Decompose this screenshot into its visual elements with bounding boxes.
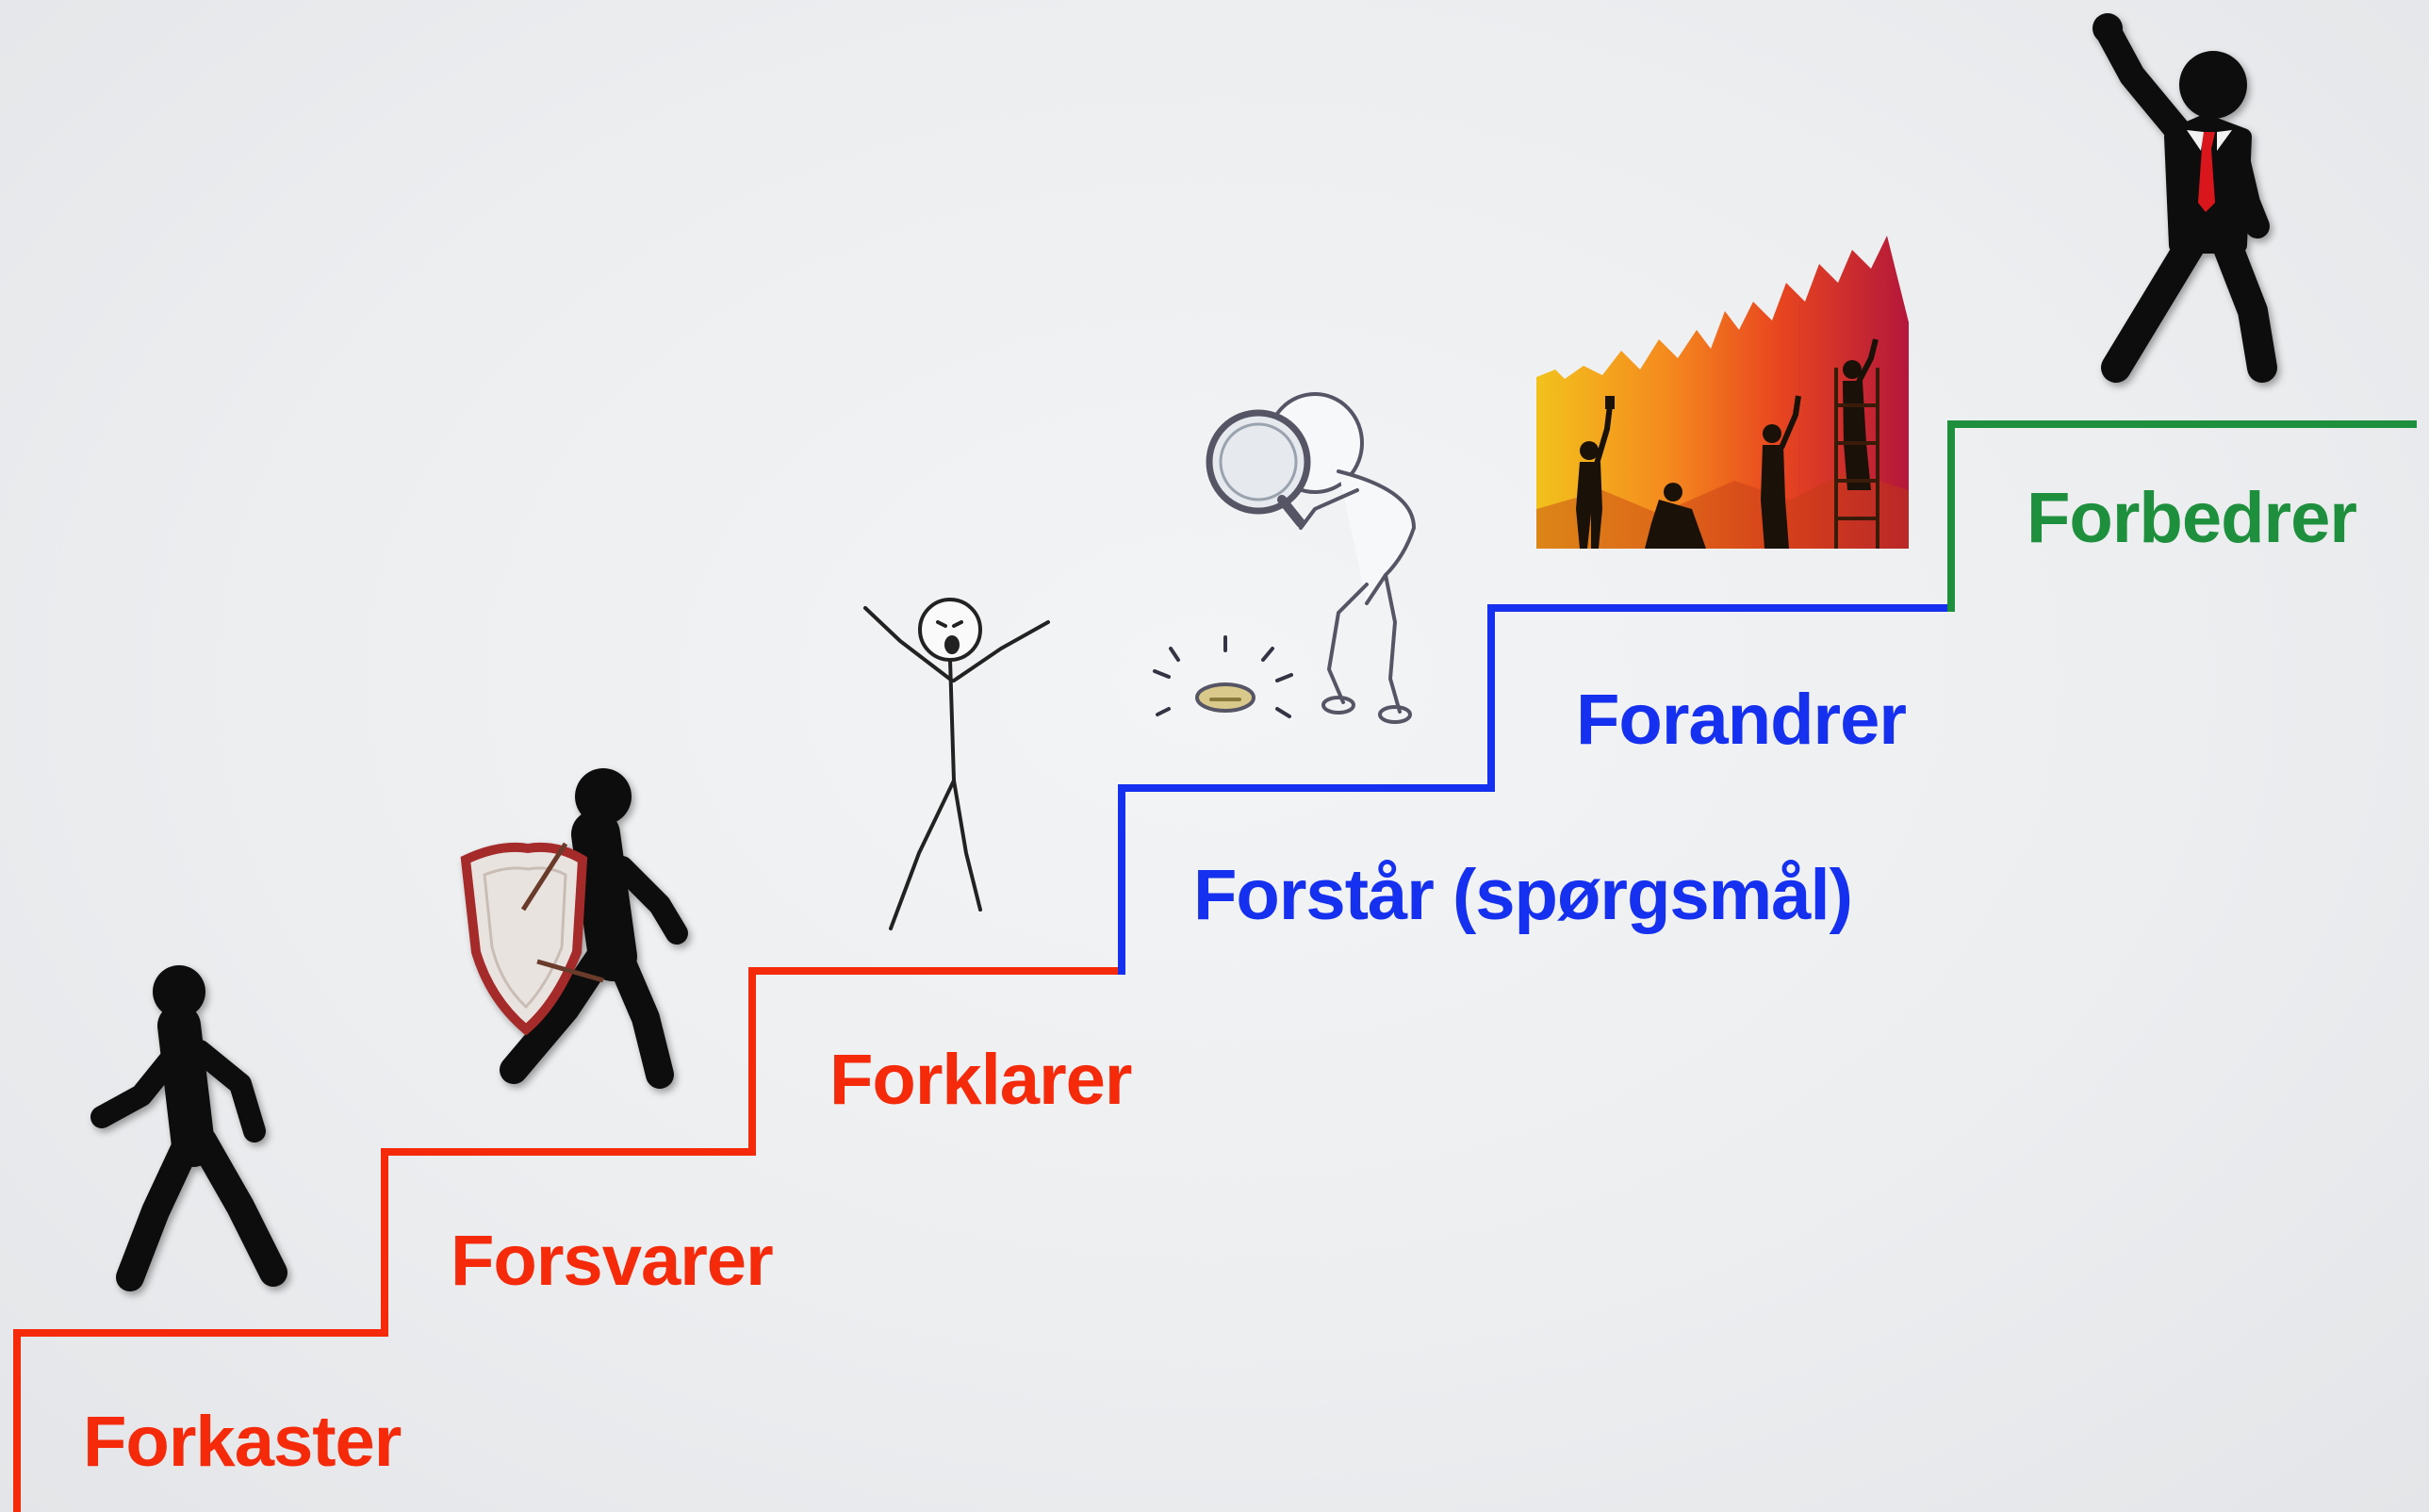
step-label-forkaster: Forkaster: [83, 1402, 402, 1482]
stair-line-red: [13, 420, 2417, 1512]
stair-red: [13, 967, 1125, 1512]
shield-icon: [460, 842, 588, 1036]
step-label-forklarer: Forklarer: [829, 1040, 1132, 1120]
shouting-stick-figure-icon: [863, 598, 1050, 930]
stair-blue: [1118, 604, 1955, 975]
walking-person-icon: [90, 965, 287, 1291]
step-label-forstaar: Forstår (spørgsmål): [1193, 855, 1853, 935]
step-label-forandrer: Forandrer: [1576, 680, 1907, 760]
workers-painting-wall-icon: [1536, 236, 1909, 549]
victorious-businessman-icon: [2093, 13, 2277, 383]
magnifying-glass-figure-icon: [1153, 392, 1416, 724]
step-label-forsvarer: Forsvarer: [451, 1221, 774, 1301]
person-with-shield-icon: [460, 768, 688, 1089]
step-label-forbedrer: Forbedrer: [2027, 478, 2357, 558]
stair-green: [1947, 420, 2417, 612]
